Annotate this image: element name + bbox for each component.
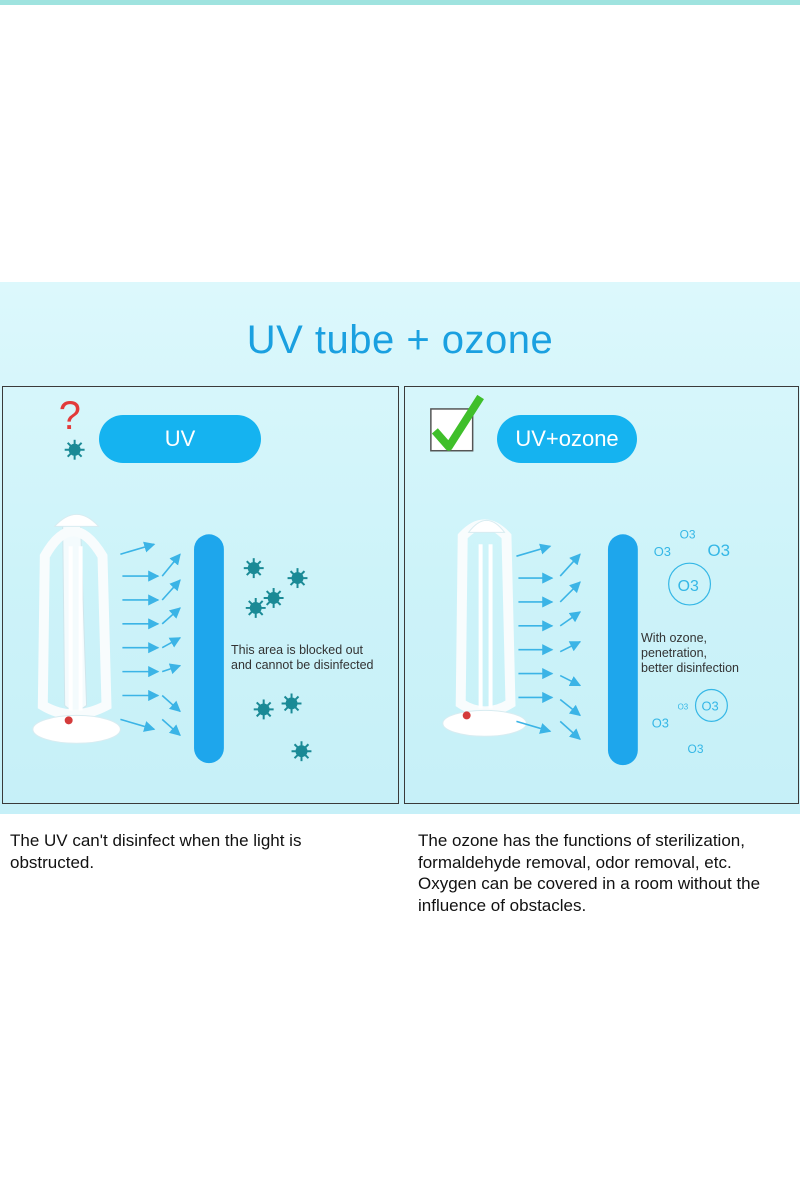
uv-panel-illustration: ?	[32, 394, 313, 764]
ozone-label: O3	[652, 715, 669, 730]
uv-panel: ?	[2, 386, 399, 804]
uv-caption: The UV can't disinfect when the light is…	[10, 831, 302, 872]
ozone-label: O3	[680, 527, 696, 541]
uv-lamp-icon	[32, 513, 121, 744]
uv-ozone-label-pill: UV+ozone	[497, 415, 637, 463]
uv-label-pill: UV	[99, 415, 261, 463]
uv-light-rays	[516, 543, 582, 741]
ozone-molecules: O3 O3 O3 O3 O3 O3 O3 O3	[652, 527, 730, 756]
uv-ozone-panel: O3 O3 O3 O3 O3 O3 O3 O3 UV+ozone With oz…	[404, 386, 799, 804]
page-title: UV tube + ozone	[246, 318, 554, 362]
ozone-label: O3	[707, 541, 730, 560]
ozone-benefit-note: With ozone, penetration, better disinfec…	[641, 631, 739, 675]
top-accent-strip	[0, 0, 800, 5]
ozone-label: O3	[688, 742, 704, 756]
obstacle-barrier	[607, 534, 638, 766]
uv-lamp-icon	[442, 519, 527, 737]
uv-ozone-panel-illustration: O3 O3 O3 O3 O3 O3 O3 O3	[430, 394, 730, 766]
virus-icon	[63, 438, 86, 461]
ozone-label: O3	[678, 578, 699, 595]
uv-blocked-note: This area is blocked out and cannot be d…	[231, 643, 374, 672]
ozone-label: O3	[654, 544, 671, 559]
uv-light-rays	[120, 541, 182, 737]
ozone-label: O3	[678, 702, 689, 711]
obstacle-barrier	[194, 534, 224, 764]
ozone-label: O3	[701, 698, 718, 713]
question-mark-icon: ?	[59, 394, 81, 438]
check-mark-icon	[430, 394, 484, 452]
svg-text:?: ?	[59, 394, 81, 438]
infographic: UV tube + ozone ?	[0, 282, 800, 814]
uv-ozone-caption: The ozone has the functions of steriliza…	[418, 831, 761, 915]
